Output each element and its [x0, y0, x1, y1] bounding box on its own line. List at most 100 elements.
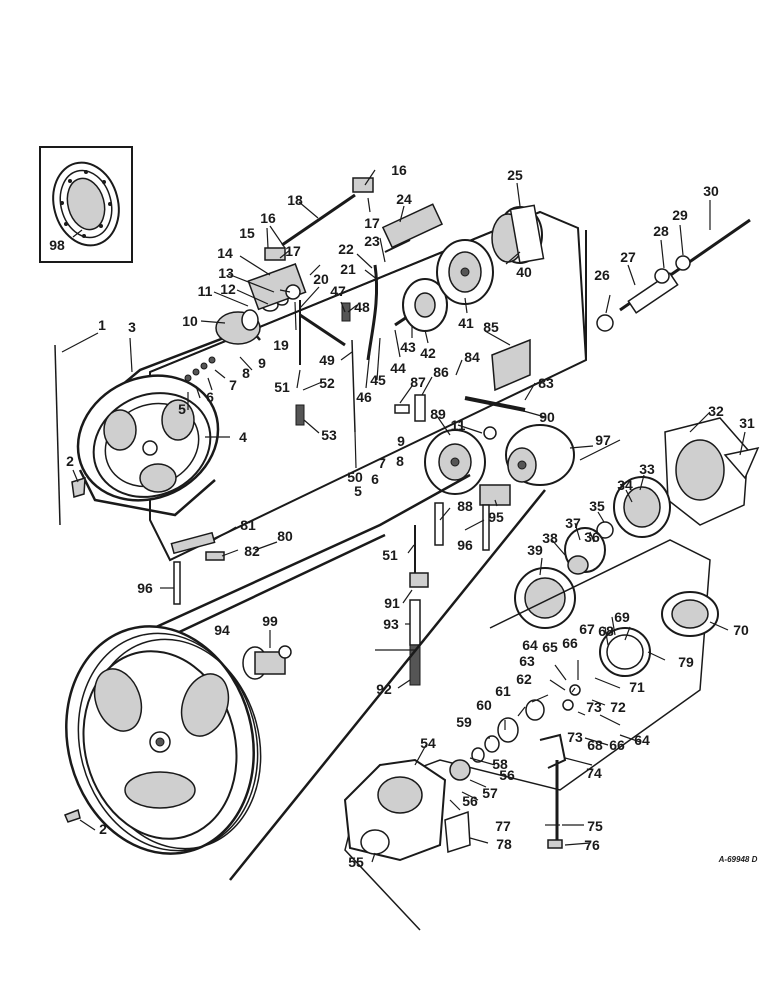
callout-2: 2 [66, 453, 74, 469]
callout-86: 86 [433, 364, 449, 380]
callout-41: 41 [458, 315, 474, 331]
callout-90: 90 [539, 409, 555, 425]
callout-52: 52 [319, 375, 335, 391]
callout-6: 6 [371, 471, 379, 487]
callout-51: 51 [274, 379, 290, 395]
callout-83: 83 [538, 375, 554, 391]
callout-19: 19 [273, 337, 289, 353]
callout-14: 14 [217, 245, 233, 261]
callout-45: 45 [370, 372, 386, 388]
callout-55: 55 [348, 854, 364, 870]
callout-4: 4 [239, 429, 247, 445]
callout-77: 77 [495, 818, 511, 834]
callout-2: 2 [99, 821, 107, 837]
callout-15: 15 [239, 225, 255, 241]
callout-71: 71 [629, 679, 645, 695]
linkage-parts [295, 203, 444, 433]
upper-left-parts [184, 177, 374, 382]
callout-66: 66 [562, 635, 578, 651]
callout-93: 93 [383, 616, 399, 632]
upper-large-pulley [76, 326, 261, 517]
leader-lines [61, 169, 746, 863]
callout-8: 8 [242, 365, 250, 381]
callout-5: 5 [178, 401, 186, 417]
callout-44: 44 [390, 360, 406, 376]
drawing-code: A-69948 D [718, 855, 758, 864]
callout-88: 88 [457, 498, 473, 514]
callout-62: 62 [516, 671, 532, 687]
callout-97: 97 [595, 432, 611, 448]
callout-94: 94 [214, 622, 230, 638]
callout-17: 17 [285, 243, 301, 259]
callout-96: 96 [137, 580, 153, 596]
callout-79: 79 [678, 654, 694, 670]
right-clutch-assembly [514, 417, 760, 629]
callout-6: 6 [206, 389, 214, 405]
hub-part [242, 645, 292, 680]
callout-26: 26 [594, 267, 610, 283]
callout-21: 21 [340, 261, 356, 277]
callout-1: 1 [98, 317, 106, 333]
callout-31: 31 [739, 415, 755, 431]
callout-23: 23 [364, 233, 380, 249]
callout-74: 74 [586, 765, 602, 781]
callout-63: 63 [519, 653, 535, 669]
callout-8: 8 [396, 453, 404, 469]
callout-17: 17 [364, 215, 380, 231]
callout-78: 78 [496, 836, 512, 852]
callout-33: 33 [639, 461, 655, 477]
callout-89: 89 [430, 406, 446, 422]
callout-27: 27 [620, 249, 636, 265]
callout-92: 92 [376, 681, 392, 697]
callout-40: 40 [516, 264, 532, 280]
callout-11: 11 [198, 283, 213, 299]
callout-51: 51 [382, 547, 398, 563]
callout-67: 67 [579, 621, 595, 637]
callout-43: 43 [400, 339, 416, 355]
callout-9: 9 [258, 355, 266, 371]
callout-56: 56 [462, 793, 478, 809]
callout-7: 7 [229, 377, 237, 393]
callout-29: 29 [672, 207, 688, 223]
callout-73: 73 [586, 699, 602, 715]
callout-50: 50 [347, 469, 363, 485]
callout-85: 85 [483, 319, 499, 335]
callout-96: 96 [457, 537, 473, 553]
callout-9: 9 [397, 433, 405, 449]
callout-16: 16 [260, 210, 276, 226]
callout-99: 99 [262, 613, 278, 629]
callout-58: 58 [492, 756, 508, 772]
lower-large-pulley [65, 473, 546, 881]
callout-82: 82 [244, 543, 260, 559]
callout-11: 11 [451, 417, 466, 433]
callout-76: 76 [584, 837, 600, 853]
callout-60: 60 [476, 697, 492, 713]
callout-48: 48 [354, 299, 370, 315]
callout-73: 73 [567, 729, 583, 745]
callout-36: 36 [584, 529, 600, 545]
callout-34: 34 [617, 477, 633, 493]
callout-70: 70 [733, 622, 749, 638]
rod-and-keys [54, 344, 86, 823]
callout-53: 53 [321, 427, 337, 443]
callout-32: 32 [708, 403, 724, 419]
callout-12: 12 [220, 281, 236, 297]
callout-69: 69 [614, 609, 630, 625]
callout-98: 98 [49, 237, 65, 253]
callout-20: 20 [313, 271, 329, 287]
callout-87: 87 [410, 374, 426, 390]
callout-72: 72 [610, 699, 626, 715]
middle-pulleys [402, 204, 545, 332]
callout-81: 81 [240, 517, 256, 533]
callout-64: 64 [522, 637, 538, 653]
callout-68: 68 [598, 623, 614, 639]
callout-95: 95 [488, 509, 504, 525]
callout-3: 3 [128, 319, 136, 335]
callout-59: 59 [456, 714, 472, 730]
lower-vertical-parts [170, 484, 511, 686]
callout-30: 30 [703, 183, 719, 199]
callout-91: 91 [384, 595, 400, 611]
callout-22: 22 [338, 241, 354, 257]
callout-64: 64 [634, 732, 650, 748]
